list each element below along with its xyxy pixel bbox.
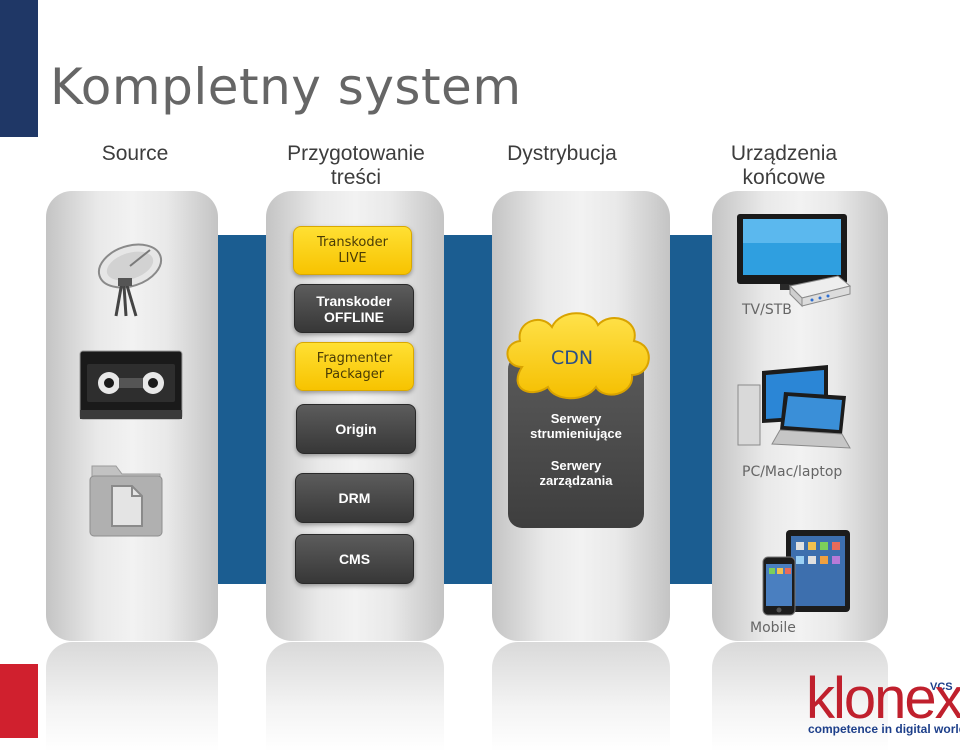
heading-source: Source	[101, 142, 169, 165]
klonex-logo: klonex	[806, 666, 960, 731]
cdn-label: CDN	[550, 347, 594, 369]
column-reflection	[266, 642, 444, 752]
tape-cassette-icon	[79, 350, 183, 420]
streaming-servers-label: Serwery strumieniujące	[530, 411, 622, 441]
logo-tagline: competence in digital world	[808, 722, 960, 736]
tv-stb-label: TV/STB	[742, 302, 792, 318]
connector-band-1	[218, 235, 266, 584]
drm-box: DRM	[295, 473, 414, 523]
management-servers-label: Serwery zarządzania	[539, 458, 613, 488]
logo-vcs-text: VCS	[930, 681, 953, 693]
mobile-label: Mobile	[750, 620, 796, 636]
red-accent-bar	[0, 664, 38, 738]
column-reflection	[712, 642, 888, 752]
connector-band-2	[444, 235, 492, 584]
pc-mac-laptop-label: PC/Mac/laptop	[742, 464, 843, 480]
heading-distribution: Dystrybucja	[507, 142, 617, 165]
file-folder-icon	[89, 465, 163, 537]
column-reflection	[492, 642, 670, 752]
cms-box: CMS	[295, 534, 414, 584]
heading-devices: Urządzenia końcowe	[730, 142, 838, 189]
router-icon	[788, 275, 852, 308]
tablet-icon	[786, 530, 850, 612]
transcoder-live-box: Transkoder LIVE	[293, 226, 412, 275]
tv-icon	[737, 214, 847, 290]
transcoder-offline-box: Transkoder OFFLINE	[294, 284, 414, 333]
heading-preparation: Przygotowanie treści	[287, 142, 425, 189]
connector-band-3	[670, 235, 712, 584]
satellite-dish-icon	[97, 243, 163, 317]
slide-title: Kompletny system	[50, 58, 522, 116]
fragmenter-packager-box: Fragmenter Packager	[295, 342, 414, 391]
laptop-icon	[771, 392, 851, 449]
origin-box: Origin	[296, 404, 416, 454]
cloud-icon	[506, 312, 650, 400]
navy-accent-bar	[0, 0, 38, 137]
column-reflection	[46, 642, 218, 752]
smartphone-icon	[762, 556, 796, 616]
